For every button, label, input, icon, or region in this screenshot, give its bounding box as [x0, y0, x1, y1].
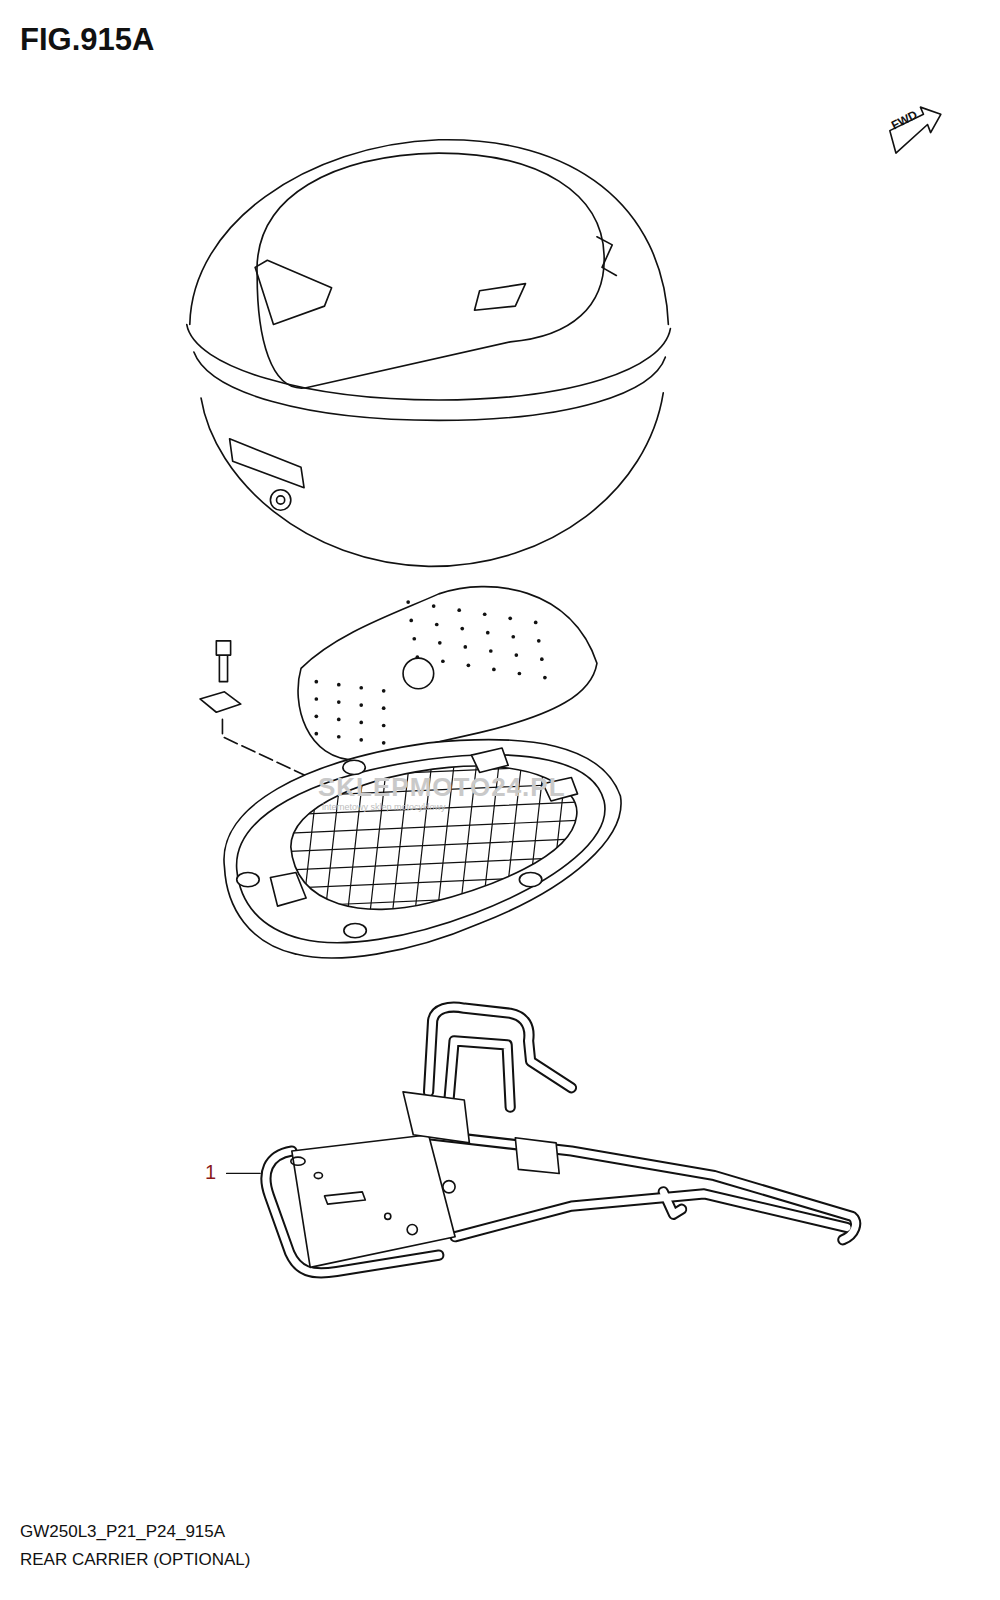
grid-line: [276, 801, 603, 815]
carrier-tube: [429, 1135, 856, 1240]
screw: [216, 641, 230, 682]
mat-dot: [543, 676, 547, 680]
carrier-bracket: [515, 1138, 559, 1174]
leader-line: [222, 719, 316, 780]
mat-dot: [432, 604, 436, 608]
mat-dot: [511, 635, 515, 639]
grid-line: [571, 755, 589, 918]
mat-dot: [359, 703, 363, 707]
carrier-tube: [455, 1194, 847, 1237]
mat-dot: [359, 738, 363, 742]
base-plate: [224, 740, 621, 958]
case-lock: [270, 490, 290, 510]
figure-title: FIG.915A: [20, 22, 154, 58]
lid-emblem: [474, 284, 525, 311]
carrier-plate: [292, 1135, 455, 1268]
figure-caption: REAR CARRIER (OPTIONAL): [20, 1550, 250, 1570]
mat-hole: [403, 658, 434, 689]
mat-dot: [406, 600, 410, 604]
mat-dot: [337, 718, 341, 722]
case-latch: [230, 439, 304, 488]
mat-dot: [337, 700, 341, 704]
mat-dot: [483, 612, 487, 616]
top-case-rim: [194, 352, 665, 420]
mat-dot: [457, 608, 461, 612]
carrier-tube: [663, 1192, 681, 1214]
leader-line: [227, 1173, 261, 1174]
figure-code: GW250L3_P21_P24_915A: [20, 1522, 225, 1542]
mat-dot: [463, 645, 467, 649]
watermark-subtitle: internetowy sklep motocyklowy: [322, 802, 446, 812]
lid-panel: [257, 153, 604, 388]
mat-dot: [460, 627, 464, 631]
fwd-arrow: [890, 107, 941, 153]
mat-dot: [514, 653, 518, 657]
lid-reflector: [255, 260, 332, 324]
base-plate-rim: [237, 755, 605, 943]
mat-dot: [382, 689, 386, 693]
mat-dot: [382, 724, 386, 728]
grid-line: [276, 874, 603, 888]
grid-line: [257, 755, 275, 918]
mat-dot: [382, 706, 386, 710]
mat-dot: [314, 680, 318, 684]
washer: [200, 692, 241, 712]
mat-dot: [314, 697, 318, 701]
mat-dot: [314, 732, 318, 736]
top-case-rim: [187, 324, 671, 400]
mat-dot: [337, 683, 341, 687]
grid-border: [291, 766, 577, 909]
mat-dot: [486, 631, 490, 635]
mat-dot: [359, 721, 363, 725]
grid-line: [276, 746, 603, 760]
lid-logo: [597, 237, 616, 276]
mat-dot: [382, 741, 386, 745]
mat-dot: [518, 672, 522, 676]
watermark: SKLEPMOTO24.PL: [318, 772, 566, 803]
mat-dot: [435, 623, 439, 627]
grid-line: [276, 819, 603, 833]
base-mat: [298, 587, 597, 761]
mat-dot: [416, 655, 420, 659]
mat-dot: [409, 619, 413, 623]
grid-line: [276, 856, 603, 870]
carrier-bracket: [403, 1092, 469, 1143]
mat-dot: [438, 641, 442, 645]
carrier-tube: [429, 1135, 856, 1240]
carrier-tube: [449, 1041, 510, 1107]
mat-dot: [314, 714, 318, 718]
carrier-tube: [449, 1041, 510, 1107]
mat-dot: [359, 686, 363, 690]
top-case-lid: [190, 140, 669, 325]
mat-dot: [492, 668, 496, 672]
mat-dot: [412, 637, 416, 641]
mat-dot: [337, 735, 341, 739]
mat-dot: [534, 621, 538, 625]
top-case-body: [201, 393, 663, 566]
case-lock: [277, 496, 285, 504]
mat-dot: [537, 639, 541, 643]
callout-number: 1: [205, 1161, 216, 1184]
mat-dot: [467, 663, 471, 667]
mat-dot: [508, 617, 512, 621]
mat-dot: [540, 657, 544, 661]
mat-dot: [489, 649, 493, 653]
mat-dot: [441, 659, 445, 663]
